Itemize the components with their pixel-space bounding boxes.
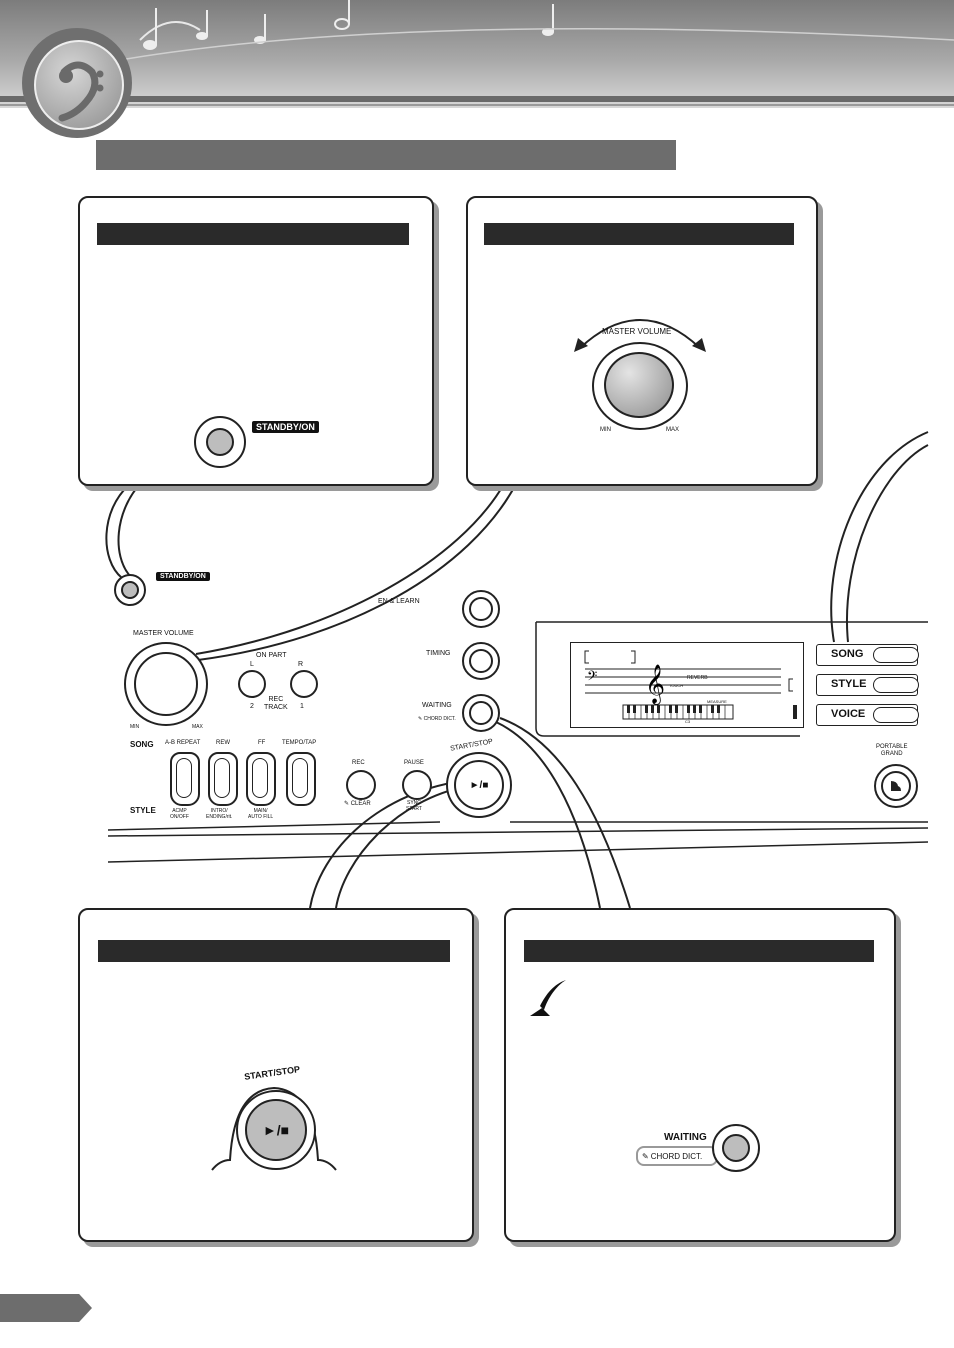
timing-button[interactable] <box>462 642 500 680</box>
song-mode-label: SONG <box>831 648 864 660</box>
ff-label: FF <box>258 740 266 746</box>
volume-min-label: MIN <box>600 427 611 433</box>
lesson-l-label: L <box>250 661 254 668</box>
lesson-l-button[interactable] <box>238 670 266 698</box>
chord-dict-pill-callout: ✎ CHORD DICT. <box>636 1146 718 1166</box>
clear-label: ✎ CLEAR <box>344 801 371 807</box>
rec-track-label: REC TRACK <box>264 696 288 711</box>
master-volume-label: MASTER VOLUME <box>133 630 194 637</box>
start-stop-button[interactable]: ►/■ <box>446 752 512 818</box>
bass-clef-icon <box>34 40 124 130</box>
quill-icon-small: ✎ <box>642 1151 649 1161</box>
ab-repeat-label: A-B REPEAT <box>165 740 201 746</box>
volume-max-small: MAX <box>192 724 203 730</box>
quill-icon <box>530 980 566 1016</box>
standby-button-callout[interactable] <box>194 416 246 468</box>
callout-waiting <box>504 908 896 1242</box>
start-stop-button-callout[interactable]: ►/■ <box>236 1090 316 1170</box>
main-autofill-label: MAIN/ AUTO FILL <box>248 808 274 820</box>
intro-ending-label: INTRO/ ENDING/rit. <box>206 808 233 820</box>
rew-label: REW <box>216 740 230 746</box>
callout-standby-heading-bar <box>97 223 409 245</box>
touch-indicator: TOUCH <box>669 683 684 688</box>
ab-repeat-button[interactable] <box>170 752 200 806</box>
pause-button[interactable] <box>402 770 432 800</box>
voice-mode-label: VOICE <box>831 708 866 720</box>
waiting-button-callout[interactable] <box>712 1124 760 1172</box>
waiting-label-callout: WAITING <box>664 1132 707 1143</box>
tempo-tap-button[interactable] <box>286 752 316 806</box>
callout-volume-heading-bar <box>484 223 794 245</box>
header-rule-thin <box>0 104 954 106</box>
volume-max-label: MAX <box>666 427 680 433</box>
lesson-part-label: ON PART <box>256 652 287 659</box>
ff-button[interactable] <box>246 752 276 806</box>
rec-label: REC <box>352 760 365 766</box>
waiting-button[interactable] <box>462 694 500 732</box>
style-mode-button[interactable]: STYLE <box>816 674 919 696</box>
clear-text: CLEAR <box>350 801 371 807</box>
track-1-label: 1 <box>300 703 304 710</box>
portable-grand-button[interactable] <box>874 764 918 808</box>
chord-dict-text: CHORD DICT. <box>423 716 456 722</box>
pause-label: PAUSE <box>404 760 424 766</box>
section-title-bar <box>96 140 676 170</box>
chord-dict-label: ✎ CHORD DICT. <box>418 716 456 722</box>
standby-label-callout: STANDBY/ON <box>252 421 319 433</box>
reverb-indicator: REVERB <box>687 675 708 681</box>
header-rule <box>0 96 954 102</box>
master-volume-label-callout: MASTER VOLUME <box>602 327 672 336</box>
page-tab <box>0 1294 92 1322</box>
standby-label: STANDBY/ON <box>156 572 210 581</box>
rec-button[interactable] <box>346 770 376 800</box>
waiting-label: WAITING <box>422 702 452 709</box>
listen-learn-button[interactable] <box>462 590 500 628</box>
tempo-tap-label: TEMPO/TAP <box>282 740 317 746</box>
song-mode-button[interactable]: SONG <box>816 644 919 666</box>
svg-text:𝄢: 𝄢 <box>587 668 597 687</box>
start-stop-surround <box>211 1086 337 1171</box>
song-pill <box>873 647 919 663</box>
voice-pill <box>873 707 919 723</box>
style-pill <box>873 677 919 693</box>
chord-dict-label-callout: CHORD DICT. <box>650 1151 703 1161</box>
callout-start-stop-heading-bar <box>98 940 450 962</box>
rew-button[interactable] <box>208 752 238 806</box>
master-volume-knob-callout[interactable] <box>592 342 688 430</box>
track-2-label: 2 <box>250 703 254 710</box>
measure-indicator: MEASURE <box>707 699 727 704</box>
lesson-r-button[interactable] <box>290 670 318 698</box>
c3-indicator: C3 <box>685 719 691 724</box>
grand-piano-icon <box>881 771 911 801</box>
standby-button[interactable] <box>114 574 146 606</box>
lesson-r-label: R <box>298 661 304 668</box>
master-volume-knob[interactable] <box>124 642 208 726</box>
song-row-label: SONG <box>130 740 154 749</box>
listen-learn-label: EN & LEARN <box>378 598 420 605</box>
volume-min-small: MIN <box>130 724 140 730</box>
lcd-staff: 𝄢 𝄞 <box>584 650 797 720</box>
svg-text:𝄞: 𝄞 <box>645 664 665 705</box>
sync-start-label: SYNC START <box>406 800 422 812</box>
callout-waiting-heading-bar <box>524 940 874 962</box>
rotate-arrows-icon <box>574 319 706 352</box>
portable-grand-label: PORTABLE GRAND <box>876 744 908 757</box>
callout-start-stop <box>78 908 474 1242</box>
timing-label: TIMING <box>426 650 451 657</box>
lcd-display: 𝄢 𝄞 REVERB TOUCH MEASURE C3 <box>570 642 804 728</box>
music-notes-decoration <box>120 0 954 61</box>
acmp-label: ACMP ON/OFF <box>170 808 189 820</box>
style-row-label: STYLE <box>130 806 156 815</box>
style-mode-label: STYLE <box>831 678 867 690</box>
voice-mode-button[interactable]: VOICE <box>816 704 919 726</box>
